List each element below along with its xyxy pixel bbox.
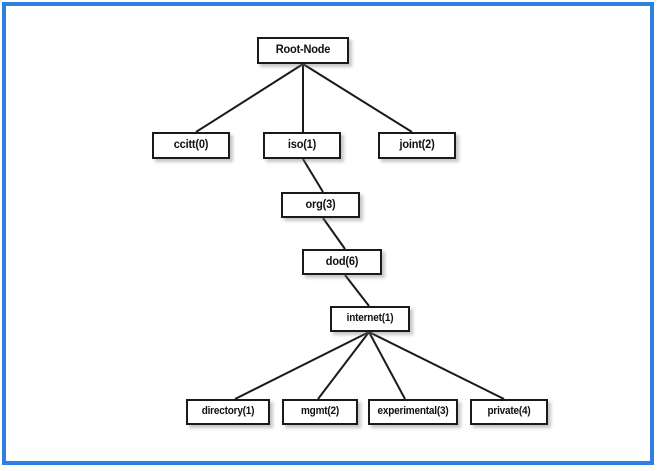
tree-node-ccitt[interactable]: ccitt(0) <box>152 132 230 159</box>
tree-node-label-ccitt: ccitt(0) <box>173 138 209 152</box>
tree-node-label-iso: iso(1) <box>287 138 317 152</box>
tree-edge-iso-to-org <box>302 158 324 193</box>
tree-edge-internet-to-experimental <box>368 331 406 400</box>
tree-node-label-root: Root-Node <box>275 43 331 57</box>
tree-edge-root-to-joint <box>302 63 413 133</box>
tree-node-dod[interactable]: dod(6) <box>302 249 382 275</box>
tree-edge-internet-to-directory <box>234 331 370 400</box>
tree-node-label-dod: dod(6) <box>325 254 359 268</box>
tree-node-iso[interactable]: iso(1) <box>263 132 341 159</box>
tree-node-label-directory: directory(1) <box>201 405 255 418</box>
tree-node-label-internet: internet(1) <box>346 312 394 325</box>
tree-node-label-joint: joint(2) <box>399 138 435 152</box>
tree-node-label-org: org(3) <box>305 197 336 211</box>
tree-edge-dod-to-internet <box>344 274 370 307</box>
tree-node-directory[interactable]: directory(1) <box>186 399 270 425</box>
tree-node-internet[interactable]: internet(1) <box>330 306 410 332</box>
tree-edge-root-to-ccitt <box>195 63 304 133</box>
tree-edge-internet-to-mgmt <box>317 331 370 400</box>
tree-node-label-mgmt: mgmt(2) <box>300 405 340 418</box>
tree-node-org[interactable]: org(3) <box>281 192 360 218</box>
tree-edge-internet-to-private <box>368 331 505 400</box>
tree-node-experimental[interactable]: experimental(3) <box>368 399 458 425</box>
tree-edge-org-to-dod <box>322 217 346 250</box>
tree-node-root[interactable]: Root-Node <box>257 37 349 64</box>
tree-node-label-private: private(4) <box>487 405 531 418</box>
tree-node-mgmt[interactable]: mgmt(2) <box>282 399 358 425</box>
tree-node-label-experimental: experimental(3) <box>377 405 449 418</box>
tree-node-joint[interactable]: joint(2) <box>378 132 456 159</box>
tree-node-private[interactable]: private(4) <box>470 399 548 425</box>
